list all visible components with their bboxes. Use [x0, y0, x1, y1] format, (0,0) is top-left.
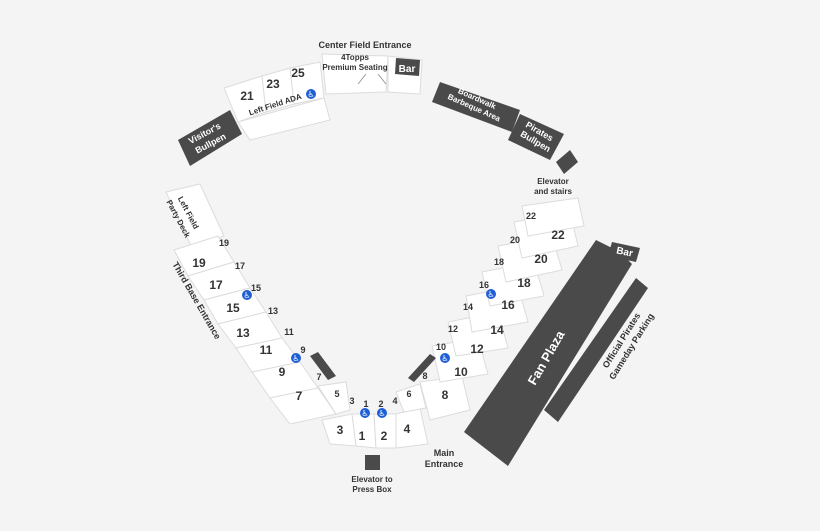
section-label: 12 — [470, 342, 484, 356]
wheelchair-icon: ♿ — [360, 408, 370, 418]
wheelchair-icon: ♿ — [306, 89, 316, 99]
section-label: 1 — [359, 429, 366, 443]
visitors-bullpen[interactable] — [178, 110, 242, 166]
section-label: 8 — [442, 388, 449, 402]
left-field-ada-area[interactable] — [237, 97, 331, 141]
elevator-press-box-block[interactable] — [365, 455, 380, 470]
section-label: 19 — [192, 256, 206, 270]
elevator-press-box-label: Elevator to — [351, 475, 392, 484]
section-label: 3 — [349, 396, 354, 406]
official-parking-area[interactable] — [544, 278, 648, 422]
bar-right-label: Bar — [615, 245, 634, 259]
third-base-sign — [310, 352, 336, 380]
svg-text:♿: ♿ — [307, 90, 314, 99]
left-field-party-deck[interactable] — [165, 183, 225, 249]
section-label: 4 — [404, 422, 411, 436]
section-label: 20 — [510, 235, 520, 245]
section-5[interactable] — [317, 381, 351, 415]
svg-text:♿: ♿ — [441, 354, 448, 363]
svg-text:♿: ♿ — [292, 354, 299, 363]
section-6[interactable] — [395, 383, 427, 413]
section-label: 18 — [494, 257, 504, 267]
wheelchair-icon: ♿ — [440, 353, 450, 363]
section-label: 22 — [551, 228, 565, 242]
section-label: 7 — [316, 372, 321, 382]
section-label: 1 — [363, 399, 368, 409]
wheelchair-icon: ♿ — [242, 290, 252, 300]
bar-right[interactable] — [608, 242, 640, 262]
elevator-stairs-label: and stairs — [534, 187, 572, 196]
first-base-sign — [408, 354, 436, 382]
svg-text:♿: ♿ — [243, 291, 250, 300]
section-label: 2 — [378, 399, 383, 409]
section-label: 14 — [490, 323, 504, 337]
section-label: 6 — [406, 389, 411, 399]
section-label: 20 — [534, 252, 548, 266]
center-field-entrance-label: Center Field Entrance — [318, 40, 411, 50]
svg-text:♿: ♿ — [361, 409, 368, 418]
section-label: 16 — [501, 298, 515, 312]
section-label: 17 — [235, 261, 245, 271]
section-label: 12 — [448, 324, 458, 334]
section-label: 11 — [284, 327, 294, 337]
section-label: 7 — [296, 389, 303, 403]
section-label: 15 — [226, 301, 240, 315]
section-label: 13 — [268, 306, 278, 316]
wheelchair-icon: ♿ — [486, 289, 496, 299]
wheelchair-icon: ♿ — [377, 408, 387, 418]
elevator-stairs-label: Elevator — [537, 177, 569, 186]
section-label: 17 — [209, 278, 223, 292]
section-4[interactable] — [395, 407, 429, 449]
wheelchair-icon: ♿ — [291, 353, 301, 363]
bar-top-label: Bar — [399, 64, 416, 75]
section-label: 22 — [526, 211, 536, 221]
section-label: 25 — [291, 66, 305, 80]
section-label: 13 — [236, 326, 250, 340]
section-label: 18 — [517, 276, 531, 290]
section-label: 16 — [479, 280, 489, 290]
main-entrance-label: Main — [434, 448, 455, 458]
svg-text:♿: ♿ — [378, 409, 385, 418]
main-entrance-label: Entrance — [425, 459, 464, 469]
section-label: 19 — [219, 238, 229, 248]
section-label: 2 — [381, 429, 388, 443]
premium-seating-label: 4Topps — [341, 53, 369, 62]
pointer-line — [377, 73, 387, 85]
svg-text:♿: ♿ — [487, 290, 494, 299]
section-label: 9 — [279, 365, 286, 379]
bar-top[interactable] — [395, 58, 420, 76]
pointer-line — [357, 73, 367, 85]
section-label: 8 — [422, 371, 427, 381]
section-22[interactable] — [521, 197, 585, 237]
premium-seating-label: Premium Seating — [322, 63, 387, 72]
section-label: 15 — [251, 283, 261, 293]
section-label: 5 — [334, 389, 339, 399]
elevator-and-stairs-block[interactable] — [556, 150, 578, 174]
section-label: 10 — [454, 365, 468, 379]
boardwalk-barbeque-area[interactable] — [432, 82, 520, 132]
section-label: 4 — [392, 396, 397, 406]
section-label: 10 — [436, 342, 446, 352]
section-label: 11 — [260, 343, 273, 357]
premium-seating-area[interactable] — [321, 53, 389, 95]
elevator-press-box-label: Press Box — [352, 485, 392, 494]
section-label: 9 — [300, 345, 305, 355]
section-label: 14 — [463, 302, 473, 312]
fan-plaza[interactable] — [464, 240, 632, 466]
section-label: 3 — [337, 423, 344, 437]
section-label: 21 — [240, 89, 254, 103]
section-label: 23 — [266, 77, 280, 91]
pirates-bullpen[interactable] — [508, 114, 564, 160]
